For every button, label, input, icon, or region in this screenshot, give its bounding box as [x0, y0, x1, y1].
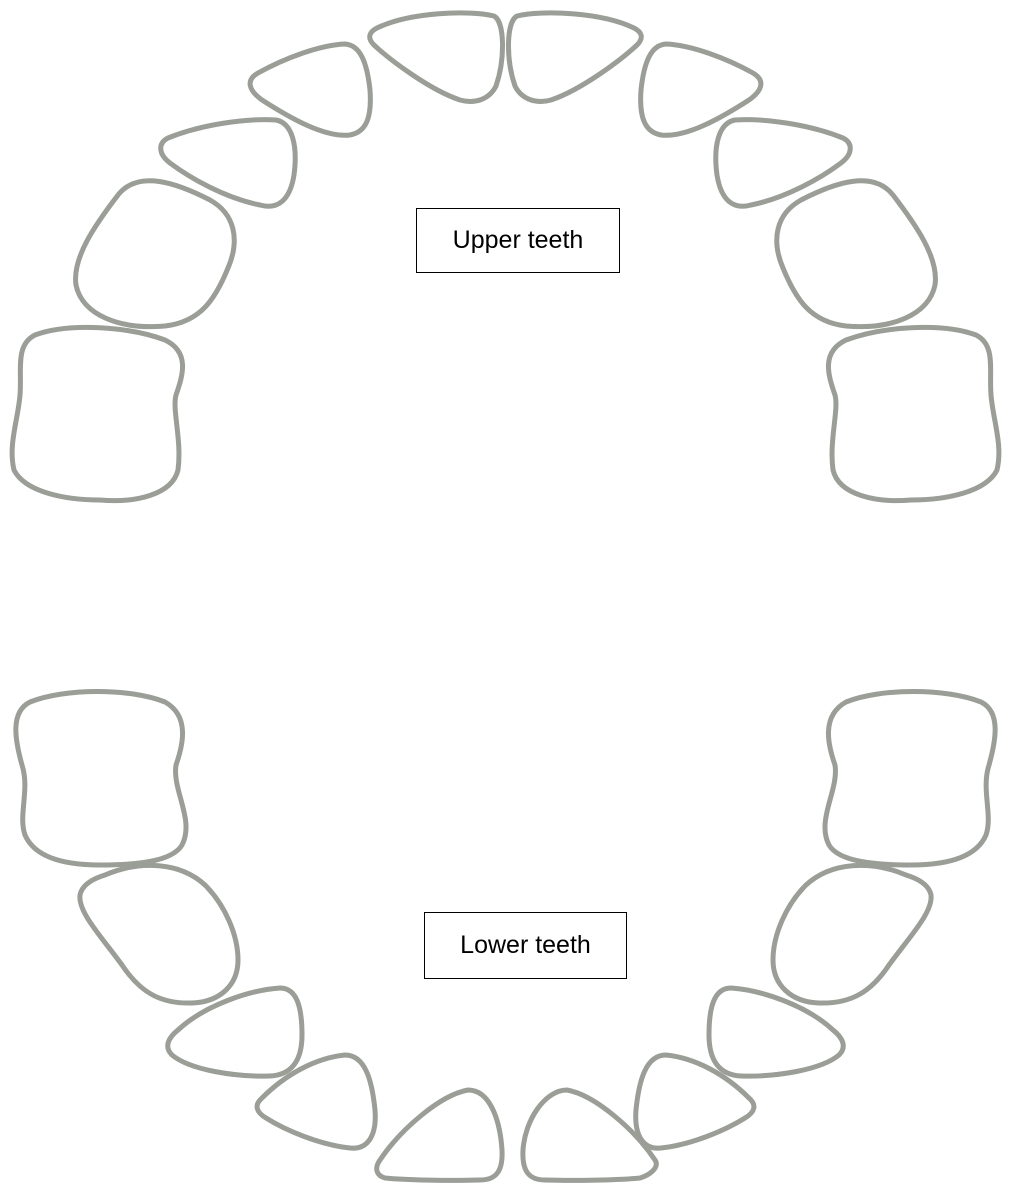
lower-teeth-label-text: Lower teeth — [460, 931, 591, 960]
upper-tooth-right-canine[interactable] — [716, 120, 850, 207]
upper-teeth-label: Upper teeth — [416, 208, 620, 273]
lower-tooth-left-molar[interactable] — [16, 692, 186, 866]
lower-tooth-left-premolar[interactable] — [80, 865, 238, 1003]
upper-tooth-left-canine[interactable] — [161, 120, 295, 207]
upper-tooth-left-molar[interactable] — [12, 327, 182, 500]
lower-tooth-left-central-incisor[interactable] — [377, 1090, 502, 1180]
lower-tooth-left-lateral-incisor[interactable] — [257, 1055, 375, 1148]
lower-teeth-label: Lower teeth — [424, 912, 627, 979]
lower-tooth-right-molar[interactable] — [825, 692, 995, 866]
lower-tooth-right-premolar[interactable] — [773, 865, 931, 1003]
upper-tooth-left-central-incisor[interactable] — [370, 13, 503, 102]
lower-tooth-right-lateral-incisor[interactable] — [636, 1055, 754, 1148]
upper-tooth-right-molar[interactable] — [828, 327, 998, 500]
upper-teeth-label-text: Upper teeth — [453, 226, 584, 255]
upper-tooth-left-premolar[interactable] — [76, 181, 235, 327]
upper-tooth-right-central-incisor[interactable] — [508, 13, 641, 102]
upper-tooth-right-premolar[interactable] — [777, 181, 936, 327]
